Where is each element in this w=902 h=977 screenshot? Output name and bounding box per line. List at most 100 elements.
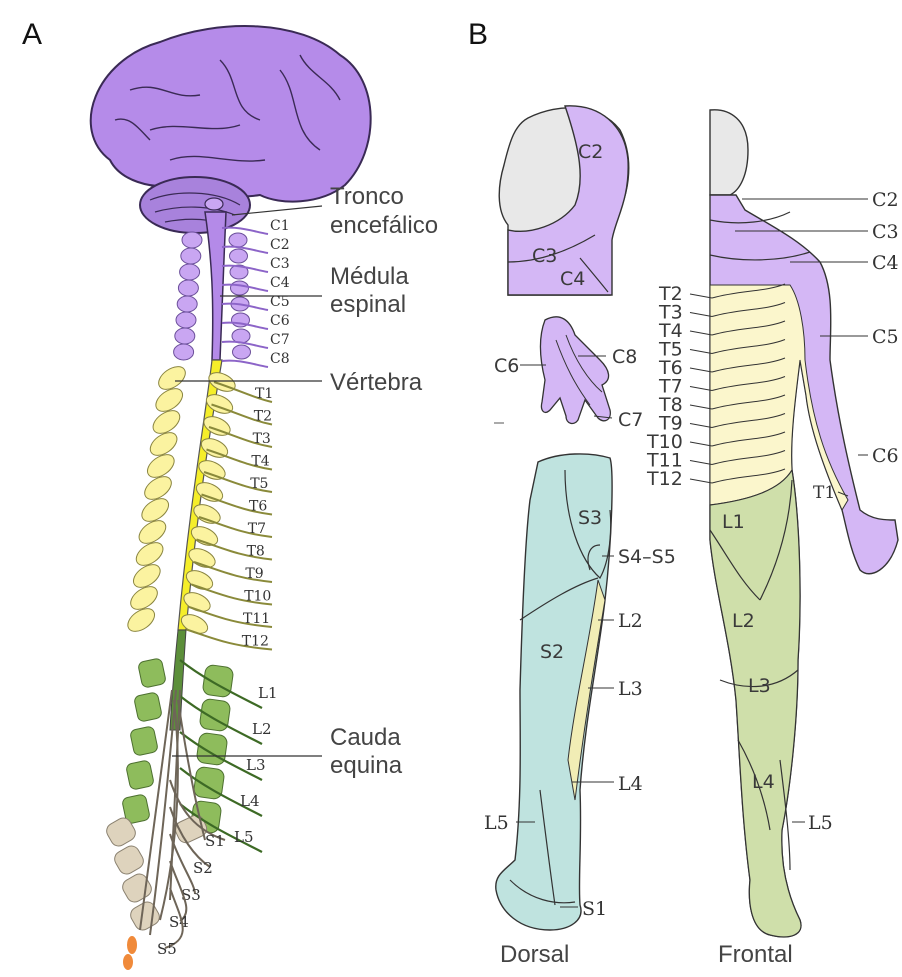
svg-text:L1: L1 (722, 511, 745, 533)
vertebra-cervical-right (231, 281, 249, 295)
nerve-label-l1: L1 (258, 684, 278, 702)
thoracic-leader (690, 387, 712, 391)
nerve-label-c4: C4 (270, 275, 290, 291)
nerve-label-c2: C2 (270, 237, 290, 253)
hand-c8: C8 (612, 346, 637, 368)
nerve-label-l5: L5 (234, 828, 254, 846)
vertebra-cervical (182, 232, 202, 248)
dorsal-s1: S1 (582, 898, 607, 920)
nerve-label-t10: T10 (244, 589, 271, 605)
nerve-label-c6: C6 (270, 313, 290, 329)
thoracic-leader (690, 405, 712, 409)
dorsal-s2: S2 (540, 641, 564, 663)
sacral-bone (112, 843, 147, 877)
svg-text:Cauda: Cauda (330, 724, 401, 751)
svg-text:C6: C6 (872, 445, 899, 467)
dorsal-l4: L4 (618, 773, 643, 795)
vertebra-cervical (175, 328, 195, 344)
nerve-label-t9: T9 (245, 566, 263, 582)
vertebra-cervical (177, 296, 197, 312)
nerve-label-t4: T4 (251, 454, 269, 470)
nerve-label-s1: S1 (205, 832, 225, 850)
thoracic-leader (690, 331, 712, 335)
panel-a-letter: A (22, 18, 42, 51)
vertebra-cervical-right (229, 233, 247, 247)
frontal-t12: T12 (646, 468, 683, 490)
vertebra-cervical-right (230, 249, 248, 263)
svg-text:Tronco: Tronco (330, 183, 404, 210)
head-c4: C4 (560, 268, 585, 290)
vertebra-cervical (181, 248, 201, 264)
panel-b-letter: B (468, 18, 488, 51)
nerve-label-c7: C7 (270, 332, 290, 348)
head-c2: C2 (578, 141, 603, 163)
nerve-label-l3: L3 (246, 756, 266, 774)
vertebra-cervical (180, 264, 200, 280)
svg-text:T1: T1 (813, 483, 835, 503)
brain (91, 26, 371, 233)
nerve-label-s4: S4 (169, 913, 189, 931)
nerve-label-t1: T1 (255, 386, 273, 402)
nerve-label-c3: C3 (270, 256, 290, 272)
head-dermatome: C2 C3 C4 (499, 106, 628, 295)
nerve-label-s2: S2 (193, 859, 213, 877)
cervical-cord (205, 212, 226, 360)
vertebra-cervical (174, 344, 194, 360)
nerve-label-t7: T7 (248, 521, 266, 537)
svg-text:encefálico: encefálico (330, 212, 438, 239)
thoracic-leader (690, 442, 712, 446)
vertebra-lumbar (134, 692, 163, 722)
nerve-label-t3: T3 (253, 431, 271, 447)
vertebra-cervical-right (232, 329, 250, 343)
nerve-label-c8: C8 (270, 351, 290, 367)
vertebra-lumbar (126, 760, 155, 790)
svg-text:C2: C2 (872, 189, 899, 211)
dorsal-l2: L2 (618, 610, 643, 632)
svg-text:C5: C5 (872, 326, 899, 348)
nerve-label-t12: T12 (242, 634, 269, 650)
dorsal-s3: S3 (578, 507, 602, 529)
vertebra-cervical (178, 280, 198, 296)
svg-text:C3: C3 (872, 221, 899, 243)
svg-text:equina: equina (330, 752, 403, 779)
hand-dermatome: C6 C8 C7 (494, 317, 643, 431)
vertebrae (104, 232, 251, 933)
svg-text:espinal: espinal (330, 291, 406, 318)
svg-text:L2: L2 (732, 610, 755, 632)
svg-text:L5: L5 (808, 812, 833, 834)
vertebra-cervical (176, 312, 196, 328)
sacral-bone (128, 899, 163, 933)
dorsal-s4s5: S4–S5 (618, 546, 676, 568)
hand-c7: C7 (618, 409, 643, 431)
svg-text:Vértebra: Vértebra (330, 369, 423, 396)
sacral-bone (120, 871, 155, 905)
svg-text:L4: L4 (752, 771, 775, 793)
vertebra-lumbar-right (199, 698, 231, 732)
nerve-label-l2: L2 (252, 720, 272, 738)
vertebra-cervical-right (233, 345, 251, 359)
thoracic-leader (690, 368, 712, 372)
nerve-label-c1: C1 (270, 218, 290, 234)
thoracic-leader (690, 313, 712, 317)
svg-text:L3: L3 (748, 675, 771, 697)
svg-text:C4: C4 (872, 252, 899, 274)
cerebellum (140, 177, 250, 233)
nerve-label-t5: T5 (250, 476, 268, 492)
thoracic-leader (690, 424, 712, 428)
nerve-label-t6: T6 (249, 499, 267, 515)
coccyx-segment (127, 936, 137, 954)
coccyx-segment (123, 954, 133, 970)
vertebra-lumbar (138, 658, 167, 688)
head-c3: C3 (532, 245, 557, 267)
vertebra-lumbar-right (202, 664, 234, 698)
nerve-label-t11: T11 (243, 611, 270, 627)
thoracic-leader (690, 294, 712, 298)
nerve-c8 (222, 361, 268, 367)
vertebra-lumbar (130, 726, 159, 756)
nerve-c1 (222, 228, 268, 234)
svg-text:Médula: Médula (330, 263, 409, 290)
frontal-caption: Frontal (718, 941, 793, 968)
thoracic-leader (690, 350, 712, 354)
